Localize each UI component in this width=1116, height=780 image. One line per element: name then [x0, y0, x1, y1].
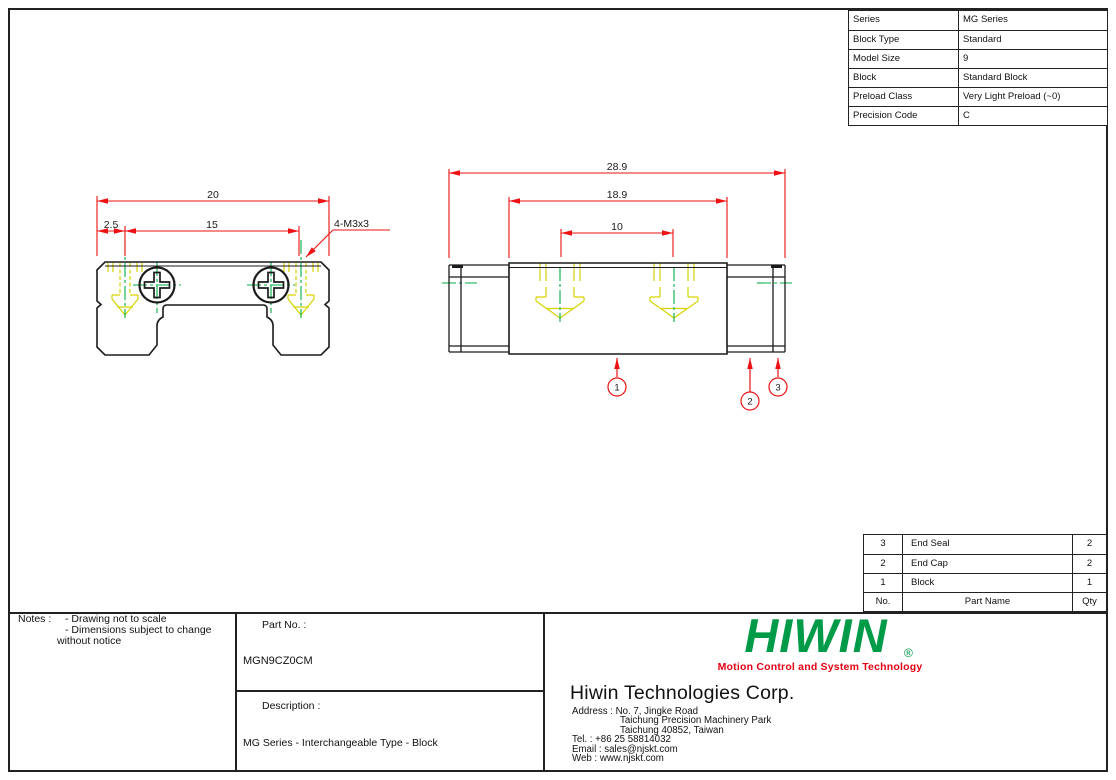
- title-block-top-line: [8, 612, 1108, 614]
- spec-table: Series MG Series Block Type Standard Mod…: [848, 10, 1108, 126]
- endcap-screw-left: [138, 266, 176, 304]
- part-qty-cell: 2: [1086, 538, 1093, 549]
- spec-label: Series: [849, 11, 959, 30]
- notes-line-3: without notice: [57, 635, 122, 647]
- spec-row-series: Series MG Series: [849, 11, 1107, 30]
- spec-value: 9: [963, 53, 969, 64]
- spec-label: Preload Class: [849, 88, 959, 106]
- dim-edge-to-hole: 2.5: [104, 219, 119, 231]
- hiwin-logo: HIWIN: [744, 609, 888, 662]
- side-view-centerlines: [442, 267, 792, 322]
- parts-row: 3 End Seal 2: [864, 535, 1106, 554]
- spec-label: Precision Code: [849, 107, 959, 125]
- part-name-cell: End Seal: [903, 535, 1073, 554]
- front-view-outline: [96, 261, 330, 356]
- spec-row-block-type: Block Type Standard: [849, 30, 1107, 49]
- spec-value: Very Light Preload (~0): [963, 91, 1061, 102]
- balloon-1: 1: [614, 383, 619, 394]
- contact-tel-line: Tel. : +86 25 58814032: [572, 734, 671, 746]
- notes-line-2: - Dimensions subject to change: [65, 624, 212, 636]
- part-name-cell: End Cap: [903, 555, 1073, 573]
- spec-row-preload-class: Preload Class Very Light Preload (~0): [849, 87, 1107, 106]
- part-qty-cell: 1: [1086, 577, 1093, 588]
- dim-hole-spacing-width: 15: [206, 219, 218, 231]
- contact-web-line: Web : www.njskt.com: [572, 753, 664, 765]
- side-view: 28.9 18.9 10 1 2 3: [442, 161, 792, 411]
- contact-address-line-1: Address : No. 7, Jingke Road: [572, 706, 699, 717]
- parts-header-qty: Qty: [1082, 596, 1097, 607]
- description-label: Description :: [262, 700, 321, 712]
- dim-overall-width: 20: [207, 189, 219, 201]
- spec-value: C: [963, 110, 970, 121]
- side-view-dimensions: [448, 169, 786, 258]
- dim-overall-length: 28.9: [607, 161, 628, 173]
- side-view-outline: [448, 262, 786, 355]
- front-view-hidden-lines: [107, 263, 319, 316]
- parts-table: 3 End Seal 2 2 End Cap 2 1 Block 1 No. P…: [863, 534, 1107, 612]
- spec-label: Block Type: [849, 31, 959, 49]
- contact-email-line: Email : sales@njskt.com: [572, 743, 678, 755]
- company-contact-block: Address : No. 7, Jingke Road Taichung Pr…: [572, 706, 772, 765]
- parts-header-name: Part Name: [903, 593, 1073, 611]
- spec-value: Standard: [963, 34, 1002, 45]
- company-name: Hiwin Technologies Corp.: [570, 682, 795, 704]
- balloon-2: 2: [747, 397, 752, 408]
- logo-tagline: Motion Control and System Technology: [717, 661, 923, 673]
- notes-label: Notes :: [18, 613, 52, 625]
- part-no-cell: 3: [864, 535, 903, 554]
- parts-header-row: No. Part Name Qty: [864, 592, 1106, 611]
- balloon-3: 3: [775, 383, 780, 394]
- front-view-dimensions: [96, 196, 390, 258]
- contact-address-line-2: Taichung Precision Machinery Park: [620, 715, 772, 727]
- part-qty-cell: 2: [1086, 558, 1093, 569]
- spec-row-block: Block Standard Block: [849, 68, 1107, 87]
- notes-line-1: - Drawing not to scale: [65, 613, 167, 625]
- parts-row: 1 Block 1: [864, 573, 1106, 592]
- description-value: MG Series - Interchangeable Type - Block: [243, 737, 438, 749]
- part-no-cell: 1: [864, 574, 903, 592]
- spec-row-precision-code: Precision Code C: [849, 106, 1107, 125]
- spec-value: MG Series: [963, 14, 1008, 25]
- part-no-cell: 2: [864, 555, 903, 573]
- spec-row-model-size: Model Size 9: [849, 49, 1107, 68]
- part-name-cell: Block: [903, 574, 1073, 592]
- part-no-label: Part No. :: [262, 619, 307, 631]
- title-block-divider-3: [235, 690, 545, 692]
- spec-value: Standard Block: [963, 72, 1028, 83]
- dim-hole-spacing-length: 10: [611, 221, 623, 233]
- part-number: MGN9CZ0CM: [243, 655, 313, 667]
- endcap-screw-right: [252, 266, 290, 304]
- spec-label: Model Size: [849, 50, 959, 68]
- spec-label: Block: [849, 69, 959, 87]
- parts-row: 2 End Cap 2: [864, 554, 1106, 573]
- parts-header-no: No.: [864, 593, 903, 611]
- registered-trademark-icon: ®: [904, 646, 913, 660]
- title-block-divider-1: [235, 612, 237, 772]
- thread-callout-label: 4-M3x3: [334, 218, 369, 230]
- balloon-callouts: 1 2 3: [607, 358, 788, 411]
- front-view: 20 2.5 15 4-M3x3: [96, 189, 390, 356]
- sheet-border: [8, 8, 1108, 772]
- dim-block-length: 18.9: [607, 189, 628, 201]
- contact-address-line-3: Taichung 40852, Taiwan: [620, 724, 724, 736]
- title-block-divider-2: [543, 612, 545, 772]
